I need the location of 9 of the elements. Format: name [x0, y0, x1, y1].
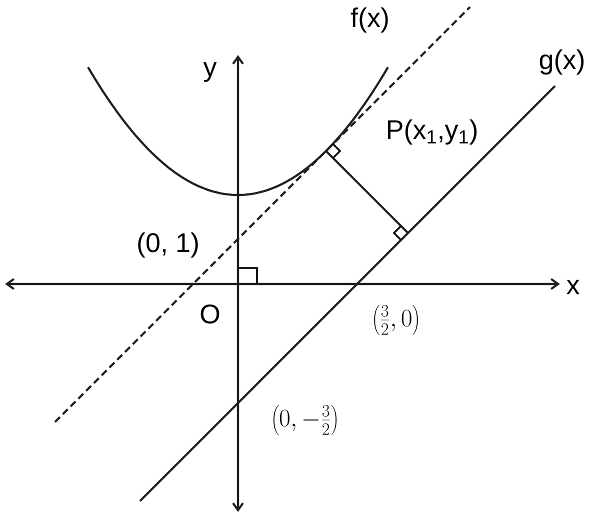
axis-label: g(x) — [540, 49, 584, 75]
axis-label: x — [566, 280, 580, 294]
axis-label: f(x) — [350, 7, 388, 33]
axis-label: O — [200, 304, 220, 324]
axis-label: (0, 1) — [138, 232, 198, 258]
axis-label: $\left(0,-\frac{3}{2}\right)$ — [273, 405, 337, 436]
axis-label: P(x$_{1}$,y$_{1}$) — [388, 119, 477, 145]
axis-label: $\left(\frac{3}{2},0\right)$ — [374, 305, 418, 336]
axis-label: y — [203, 62, 217, 82]
